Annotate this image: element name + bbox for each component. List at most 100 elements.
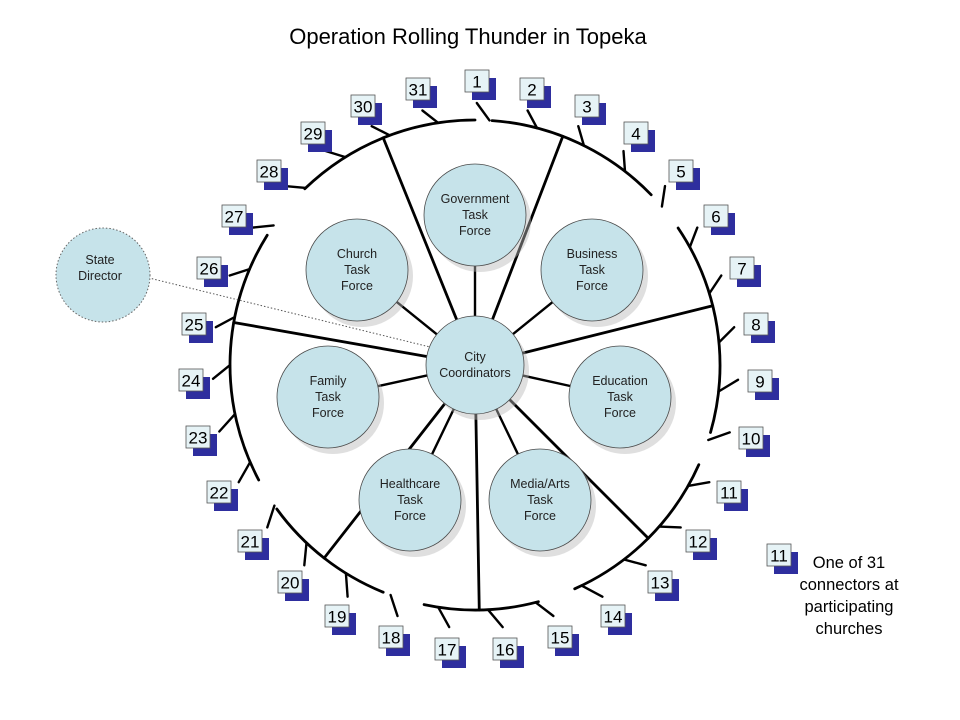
connector-badge-box	[237, 529, 263, 553]
connector-badge: 8	[743, 312, 775, 343]
business-task-force-node-shape	[540, 218, 644, 322]
connector-badge-number: 28	[260, 163, 279, 182]
connector-badge-box	[185, 425, 211, 449]
connector-badge: 27	[221, 204, 253, 235]
connector-badge-box	[647, 570, 673, 594]
connector-badge-number: 24	[182, 372, 201, 391]
connector-badge: 23	[185, 425, 217, 456]
connector-badge-box	[668, 159, 694, 183]
connector-badge-box	[178, 368, 204, 392]
connector-badge: 12	[685, 529, 717, 560]
connector-link-2	[526, 109, 539, 130]
education-task-force-link	[521, 374, 572, 388]
government-task-force-node-label-line: Task	[462, 208, 488, 222]
legend-text-line: One of 31	[813, 554, 885, 572]
connector-badge-number: 13	[651, 574, 670, 593]
healthcare-task-force-node-label-line: Force	[394, 509, 426, 523]
connector-badge: 19	[324, 604, 356, 635]
connector-link-18	[389, 593, 399, 618]
connector-badge-box	[324, 604, 350, 628]
legend-badge: 11	[766, 543, 798, 574]
connector-link-9	[717, 378, 740, 393]
arc-bottom	[422, 600, 540, 612]
connector-badge-box	[600, 604, 626, 628]
education-task-force-node-label-line: Force	[604, 406, 636, 420]
business-task-force-node-label-line: Task	[579, 263, 605, 277]
connector-badge-number: 31	[409, 81, 428, 100]
church-task-force-link	[395, 300, 439, 336]
spoke-line-3	[521, 304, 715, 355]
state-director-shape	[55, 227, 151, 323]
connector-link-27	[251, 224, 275, 229]
connector-link-13	[622, 558, 647, 567]
connector-badge: 17	[434, 637, 466, 668]
connector-badge-number: 18	[382, 629, 401, 648]
connector-badge-box	[464, 69, 490, 93]
connector-link-31	[421, 109, 440, 125]
connector-badge-box	[277, 570, 303, 594]
connector-badge-box	[256, 159, 282, 183]
connector-link-8	[717, 326, 736, 344]
connector-badge-number: 7	[737, 260, 746, 279]
connector-badge: 29	[300, 121, 332, 152]
healthcare-task-force-node-label-line: Healthcare	[380, 477, 440, 491]
media-arts-task-force-node-shape	[488, 448, 592, 552]
connector-link-5	[660, 184, 667, 208]
connector-badge-box	[378, 625, 404, 649]
connector-badge-box	[196, 256, 222, 280]
business-task-force-node-label-line: Force	[576, 279, 608, 293]
connector-badge: 9	[747, 369, 779, 400]
media-arts-task-force-link	[495, 407, 520, 456]
connector-badge-number: 6	[711, 208, 720, 227]
state-director-label-line: State	[85, 253, 114, 267]
connector-badge: 22	[206, 480, 238, 511]
connector-link-26	[228, 267, 251, 277]
family-task-force-node-label-line: Task	[315, 390, 341, 404]
business-task-force-link	[511, 300, 554, 336]
connector-badge: 2	[519, 77, 551, 108]
connector-badge-number: 4	[631, 125, 640, 144]
connector-badge-number: 26	[200, 260, 219, 279]
connector-link-10	[707, 431, 731, 442]
healthcare-task-force-node-shape	[358, 448, 462, 552]
connector-link-24	[211, 363, 232, 380]
family-task-force-link	[376, 374, 429, 388]
family-task-force-node-label-line: Force	[312, 406, 344, 420]
city-coordinators-node-label-line: City	[464, 350, 486, 364]
connector-badge: 26	[196, 256, 228, 287]
connector-link-11	[686, 481, 711, 488]
connector-link-16	[486, 608, 504, 629]
connector-badge: 25	[181, 312, 213, 343]
connector-badge-box	[405, 77, 431, 101]
task-force-circles: GovernmentTaskForceBusinessTaskForceEduc…	[55, 163, 676, 557]
arc-left	[228, 233, 269, 482]
connector-badge-box	[747, 369, 773, 393]
connector-badge: 10	[738, 426, 770, 457]
connector-badge: 31	[405, 77, 437, 108]
connector-badge-box	[623, 121, 649, 145]
connector-badge: 15	[547, 625, 579, 656]
connector-badge-box	[716, 480, 742, 504]
connector-badge-number: 9	[755, 373, 764, 392]
legend-badge-box	[766, 543, 792, 567]
diagram-title: Operation Rolling Thunder in Topeka	[289, 24, 647, 49]
church-task-force-node-label-line: Force	[341, 279, 373, 293]
connector-badge-number: 11	[720, 484, 738, 503]
connector-badge: 21	[237, 529, 269, 560]
connector-link-22	[237, 461, 252, 484]
connector-badge-number: 21	[241, 533, 260, 552]
city-coordinators-node-label-line: Coordinators	[439, 366, 511, 380]
connector-badge-number: 25	[185, 316, 204, 335]
connector-badge-number: 1	[472, 73, 481, 92]
connector-badge-box	[685, 529, 711, 553]
connector-badge-box	[729, 256, 755, 280]
arc-top-right	[490, 119, 653, 197]
